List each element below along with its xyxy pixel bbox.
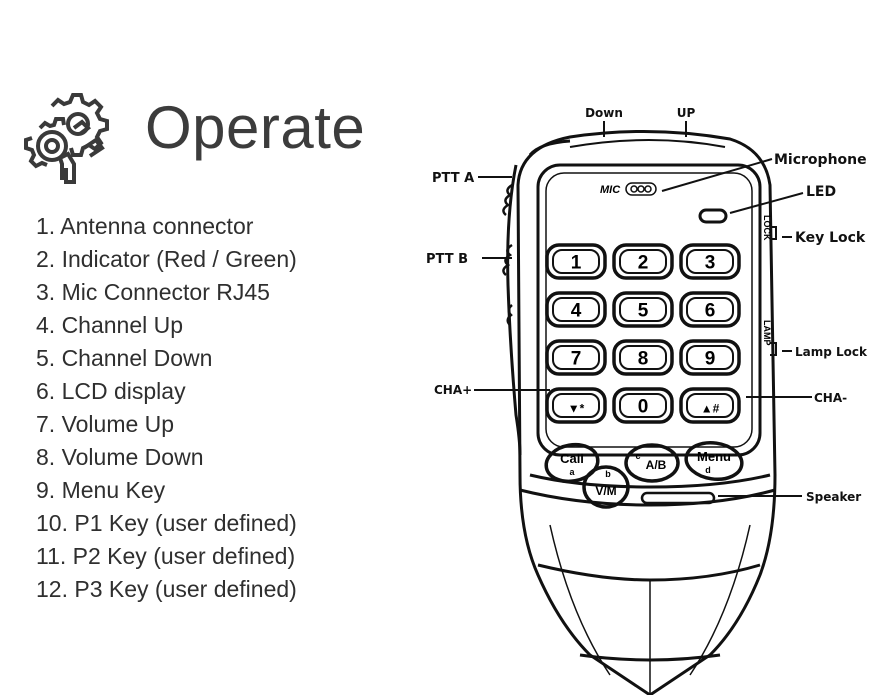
ptt-b-label: PTT B bbox=[426, 252, 468, 267]
keypad-key-0-1[interactable]: 2 bbox=[612, 243, 674, 280]
list-item: 6. LCD display bbox=[36, 378, 186, 404]
mic-holes-icon bbox=[625, 182, 657, 196]
keypad-key-label: ▼* bbox=[568, 402, 585, 416]
list-item: 2. Indicator (Red / Green) bbox=[36, 246, 297, 272]
function-keys: Call a b V/M c A/B Menu d bbox=[543, 439, 744, 509]
list-item: 12. P3 Key (user defined) bbox=[36, 576, 297, 602]
keypad-key-1-2[interactable]: 6 bbox=[679, 291, 741, 328]
call-button[interactable]: Call a bbox=[543, 441, 600, 485]
keypad-key-label: 1 bbox=[571, 253, 582, 274]
list-item: 7. Volume Up bbox=[36, 411, 175, 437]
keypad-key-label: 5 bbox=[638, 301, 649, 322]
keypad-key-label: 6 bbox=[705, 301, 716, 322]
mic-body bbox=[506, 129, 777, 695]
keypad: 1 2 3 4 5 6 7 8 9 ▼* 0 ▲# bbox=[545, 243, 741, 424]
keypad-key-3-2[interactable]: ▲# bbox=[679, 387, 741, 424]
speaker-label: Speaker bbox=[806, 490, 861, 504]
keypad-key-label: 3 bbox=[705, 253, 716, 274]
feature-list: 1. Antenna connector 2. Indicator (Red /… bbox=[36, 210, 297, 606]
vm-button[interactable]: b V/M bbox=[582, 465, 630, 509]
keypad-key-label: 4 bbox=[571, 301, 582, 322]
menu-label: Menu bbox=[697, 449, 731, 464]
keypad-key-0-0[interactable]: 1 bbox=[545, 243, 607, 280]
side-lamp-text: LAMP bbox=[762, 320, 772, 346]
down-label: Down bbox=[585, 106, 623, 120]
keypad-key-label: 9 bbox=[705, 349, 716, 370]
call-sub: a bbox=[569, 467, 575, 477]
cha-plus-label: CHA+ bbox=[434, 383, 472, 397]
up-label: UP bbox=[677, 106, 696, 120]
cha-minus-label: CHA- bbox=[814, 391, 847, 405]
list-item: 5. Channel Down bbox=[36, 345, 213, 371]
list-item: 8. Volume Down bbox=[36, 444, 204, 470]
call-label: Call bbox=[560, 451, 584, 466]
keypad-key-3-0[interactable]: ▼* bbox=[545, 387, 607, 424]
keypad-key-0-2[interactable]: 3 bbox=[679, 243, 741, 280]
keypad-key-label: 2 bbox=[638, 253, 649, 274]
keypad-key-1-1[interactable]: 5 bbox=[612, 291, 674, 328]
list-item: 1. Antenna connector bbox=[36, 213, 254, 239]
keypad-key-2-0[interactable]: 7 bbox=[545, 339, 607, 376]
microphone-label: Microphone bbox=[774, 152, 867, 168]
speaker-slot bbox=[640, 491, 716, 505]
keypad-key-1-0[interactable]: 4 bbox=[545, 291, 607, 328]
led-label: LED bbox=[806, 184, 836, 200]
side-lock-text: LOCK bbox=[762, 215, 772, 241]
ptt-grip bbox=[502, 183, 513, 326]
leader-lines bbox=[474, 121, 812, 497]
ab-button[interactable]: c A/B bbox=[624, 443, 680, 483]
lamp-lock-label: Lamp Lock bbox=[795, 345, 868, 359]
list-item: 3. Mic Connector RJ45 bbox=[36, 279, 270, 305]
vm-label: V/M bbox=[595, 484, 616, 498]
ab-label: A/B bbox=[646, 458, 667, 472]
page-title: Operate bbox=[145, 94, 366, 161]
keypad-key-label: 0 bbox=[638, 397, 649, 418]
microphone-diagram: MIC LOCK LAMP 1 2 3 4 5 6 7 8 9 ▼* 0 ▲# Call a b V/… bbox=[426, 106, 868, 695]
ab-sub: c bbox=[635, 451, 640, 461]
keypad-key-label: 8 bbox=[638, 349, 649, 370]
ptt-a-label: PTT A bbox=[432, 171, 474, 186]
list-item: 11. P2 Key (user defined) bbox=[36, 543, 296, 569]
keypad-key-label: ▲# bbox=[701, 402, 720, 416]
menu-sub: d bbox=[705, 465, 711, 475]
keypad-key-2-1[interactable]: 8 bbox=[612, 339, 674, 376]
key-lock-switch[interactable] bbox=[770, 226, 777, 240]
list-item: 4. Channel Up bbox=[36, 312, 184, 338]
keypad-key-2-2[interactable]: 9 bbox=[679, 339, 741, 376]
vm-sub: b bbox=[605, 469, 611, 479]
key-lock-label: Key Lock bbox=[795, 230, 866, 246]
led-indicator bbox=[698, 208, 728, 224]
mic-mark: MIC bbox=[600, 184, 621, 196]
menu-button[interactable]: Menu d bbox=[684, 439, 744, 482]
list-item: 9. Menu Key bbox=[36, 477, 166, 503]
lamp-lock-switch[interactable] bbox=[770, 342, 777, 356]
gear-wrench-icon bbox=[24, 93, 109, 184]
face-panel bbox=[536, 163, 762, 457]
keypad-key-3-1[interactable]: 0 bbox=[612, 387, 674, 424]
keypad-key-label: 7 bbox=[571, 349, 582, 370]
list-item: 10. P1 Key (user defined) bbox=[36, 510, 297, 536]
